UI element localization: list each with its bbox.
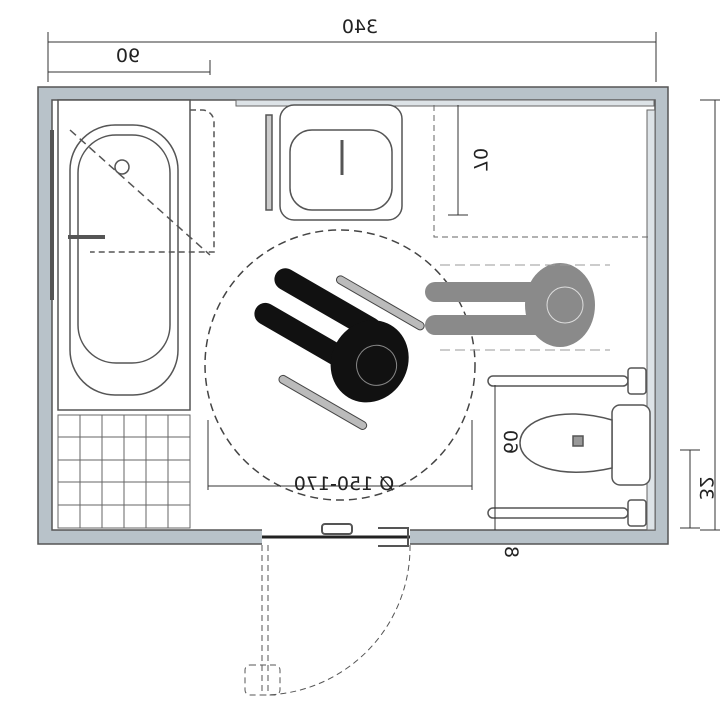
dim-overall-width: 340 — [342, 16, 378, 38]
bathtub — [50, 99, 215, 411]
wheelchair-light-icon — [425, 263, 610, 351]
tile-floor — [57, 414, 191, 529]
grab-bars — [487, 367, 647, 527]
turning-circle — [204, 229, 476, 501]
dim-threshold: 8 — [500, 546, 522, 558]
dim-grab-bar-spacing: 60 — [499, 430, 521, 454]
dim-turning-circle: Ø 150-170 — [294, 473, 394, 495]
dim-bathtub-width: 90 — [116, 45, 140, 67]
wheelchair-dark-icon — [254, 268, 425, 430]
dimension-lines — [47, 32, 720, 531]
dim-toilet-offset: 32 — [695, 476, 717, 500]
toilet — [519, 404, 651, 486]
sink-clearance-zone — [433, 105, 648, 238]
door-swing — [244, 544, 411, 696]
door-handle-icon — [321, 523, 409, 547]
sink — [265, 104, 403, 221]
dim-sink-clearance: 70 — [469, 148, 491, 172]
